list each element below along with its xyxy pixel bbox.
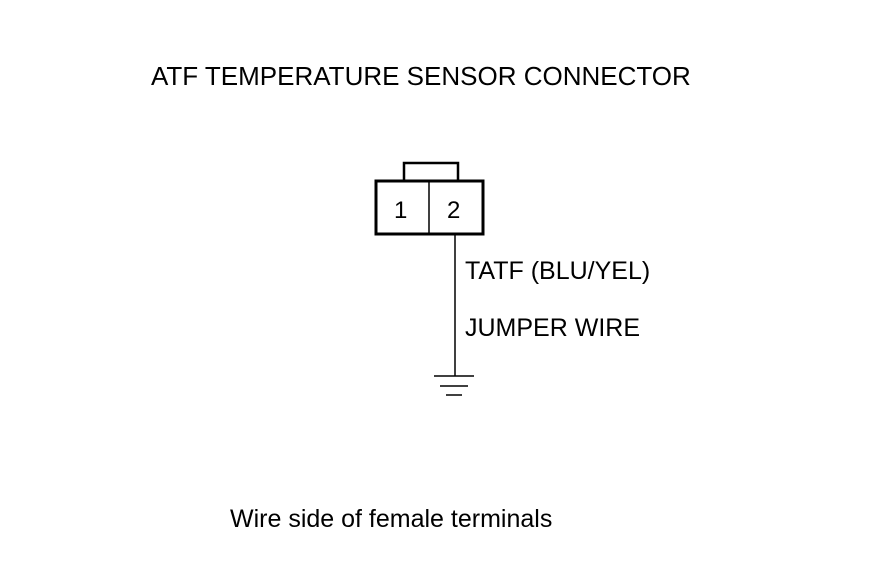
connector-lock-tab xyxy=(402,161,460,181)
diagram-title: ATF TEMPERATURE SENSOR CONNECTOR xyxy=(151,61,691,91)
connector-pin-2-label: 2 xyxy=(447,197,461,224)
ground-icon xyxy=(434,375,474,396)
jumper-wire-label: JUMPER WIRE xyxy=(465,314,640,342)
connector-pin-1-label: 1 xyxy=(394,197,408,224)
diagram-caption: Wire side of female terminals xyxy=(230,505,553,533)
wire-signal-label: TATF (BLU/YEL) xyxy=(465,257,651,285)
